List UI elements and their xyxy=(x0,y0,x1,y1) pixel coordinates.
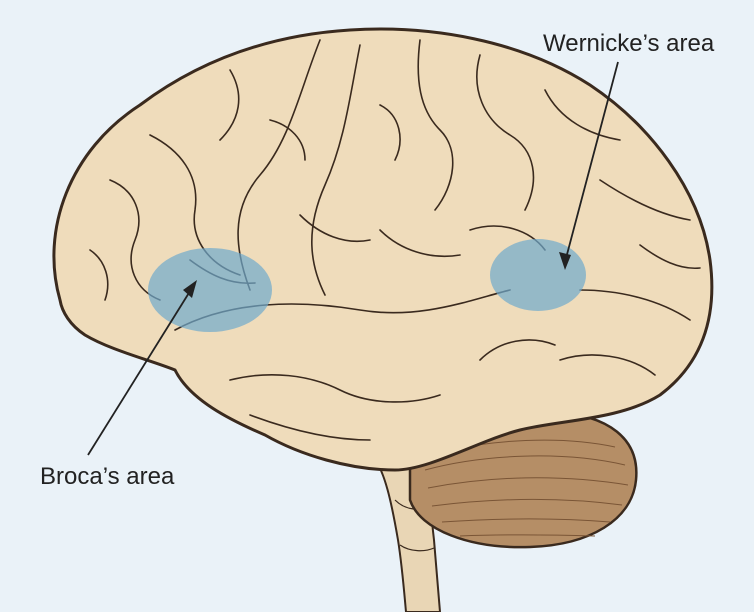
wernicke-area-highlight xyxy=(490,239,586,311)
broca-area-label: Broca’s area xyxy=(40,463,174,491)
broca-area-highlight xyxy=(148,248,272,332)
wernicke-area-label: Wernicke’s area xyxy=(543,30,714,58)
